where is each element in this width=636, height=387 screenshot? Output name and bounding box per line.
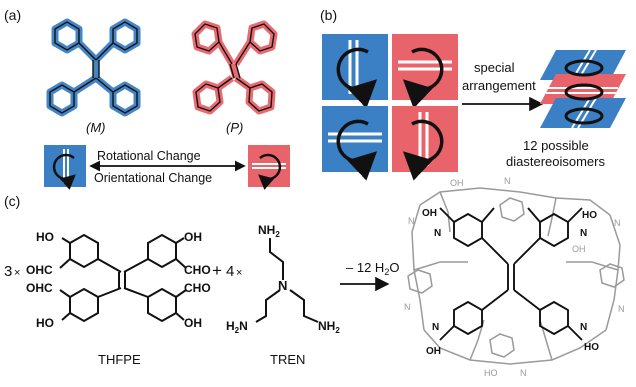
tren-nh2-right: NH2 — [318, 319, 340, 335]
rotational-change-label: Rotational Change — [97, 149, 201, 163]
thfpe-name: THFPE — [98, 352, 141, 367]
enantiomer-m-label: (M) — [86, 120, 106, 135]
tile-blue-small — [44, 145, 86, 190]
possible-count-label: 12 possible — [523, 138, 589, 153]
thfpe-ho-bot: HO — [36, 316, 54, 330]
cage-oh-5: OH — [450, 178, 464, 188]
panel-a-label: (a) — [4, 7, 21, 23]
cage-n-10: N — [520, 368, 527, 378]
water-loss-label: – 12 H2O — [346, 260, 399, 277]
cage-n-1: N — [434, 228, 441, 239]
cage-n-6: N — [614, 218, 621, 228]
cage-ho-4: HO — [584, 342, 599, 353]
tile-blue-1 — [322, 34, 388, 109]
tren-nh2-left: H2N — [226, 319, 248, 335]
orientational-change-label: Orientational Change — [94, 171, 212, 185]
cage-n-2: N — [580, 228, 587, 239]
cage-oh-3: OH — [426, 346, 441, 357]
tile-blue-2 — [322, 106, 388, 181]
tpe-m-molecule — [46, 18, 141, 117]
times-sign-1: × — [14, 267, 20, 279]
diastereoisomers-label: diastereoisomers — [506, 154, 605, 169]
times-sign-2: × — [236, 267, 242, 279]
thfpe-cho-2: CHO — [184, 281, 211, 295]
cage-oh-6: OH — [572, 244, 586, 254]
thfpe-structure — [59, 233, 187, 323]
coef-thfpe: 3 — [4, 263, 12, 280]
cage-n-5: N — [408, 216, 415, 226]
cage-oh-1: OH — [422, 208, 437, 219]
enantiomer-p-label: (P) — [226, 120, 243, 135]
cage-n-4: N — [580, 322, 587, 333]
tile-red-2 — [392, 106, 458, 181]
panel-b-label: (b) — [320, 7, 337, 23]
cage-n-3: N — [432, 322, 439, 333]
panel-c-label: (c) — [4, 193, 20, 209]
tile-red-small — [248, 145, 290, 190]
thfpe-cho-1: CHO — [184, 263, 211, 277]
tren-name: TREN — [270, 352, 305, 367]
thfpe-ho-top: HO — [36, 230, 54, 244]
special-label: special — [474, 60, 515, 75]
thfpe-oh-top: OH — [184, 230, 202, 244]
tren-structure — [255, 238, 319, 323]
cage-n-8: N — [618, 304, 625, 314]
plus-sign: + — [212, 261, 222, 280]
cage-n-9: N — [504, 176, 511, 186]
cage-product: OH HO OH HO OH OH HO N N N N N N N N N N — [404, 176, 625, 378]
coef-tren: 4 — [226, 263, 234, 280]
stacked-planes — [540, 49, 626, 129]
tren-n-center: N — [278, 278, 287, 293]
cage-ho-7: HO — [484, 368, 498, 378]
arrangement-label: arrangement — [462, 78, 536, 93]
tile-red-1 — [392, 34, 458, 109]
thfpe-oh-bot: OH — [184, 316, 202, 330]
cage-n-7: N — [404, 302, 411, 312]
cage-ho-2: HO — [582, 210, 597, 221]
tpe-p-molecule — [191, 20, 278, 115]
tren-nh2-top: NH2 — [258, 223, 280, 239]
thfpe-ohc-1: OHC — [26, 263, 53, 277]
thfpe-ohc-2: OHC — [26, 281, 53, 295]
